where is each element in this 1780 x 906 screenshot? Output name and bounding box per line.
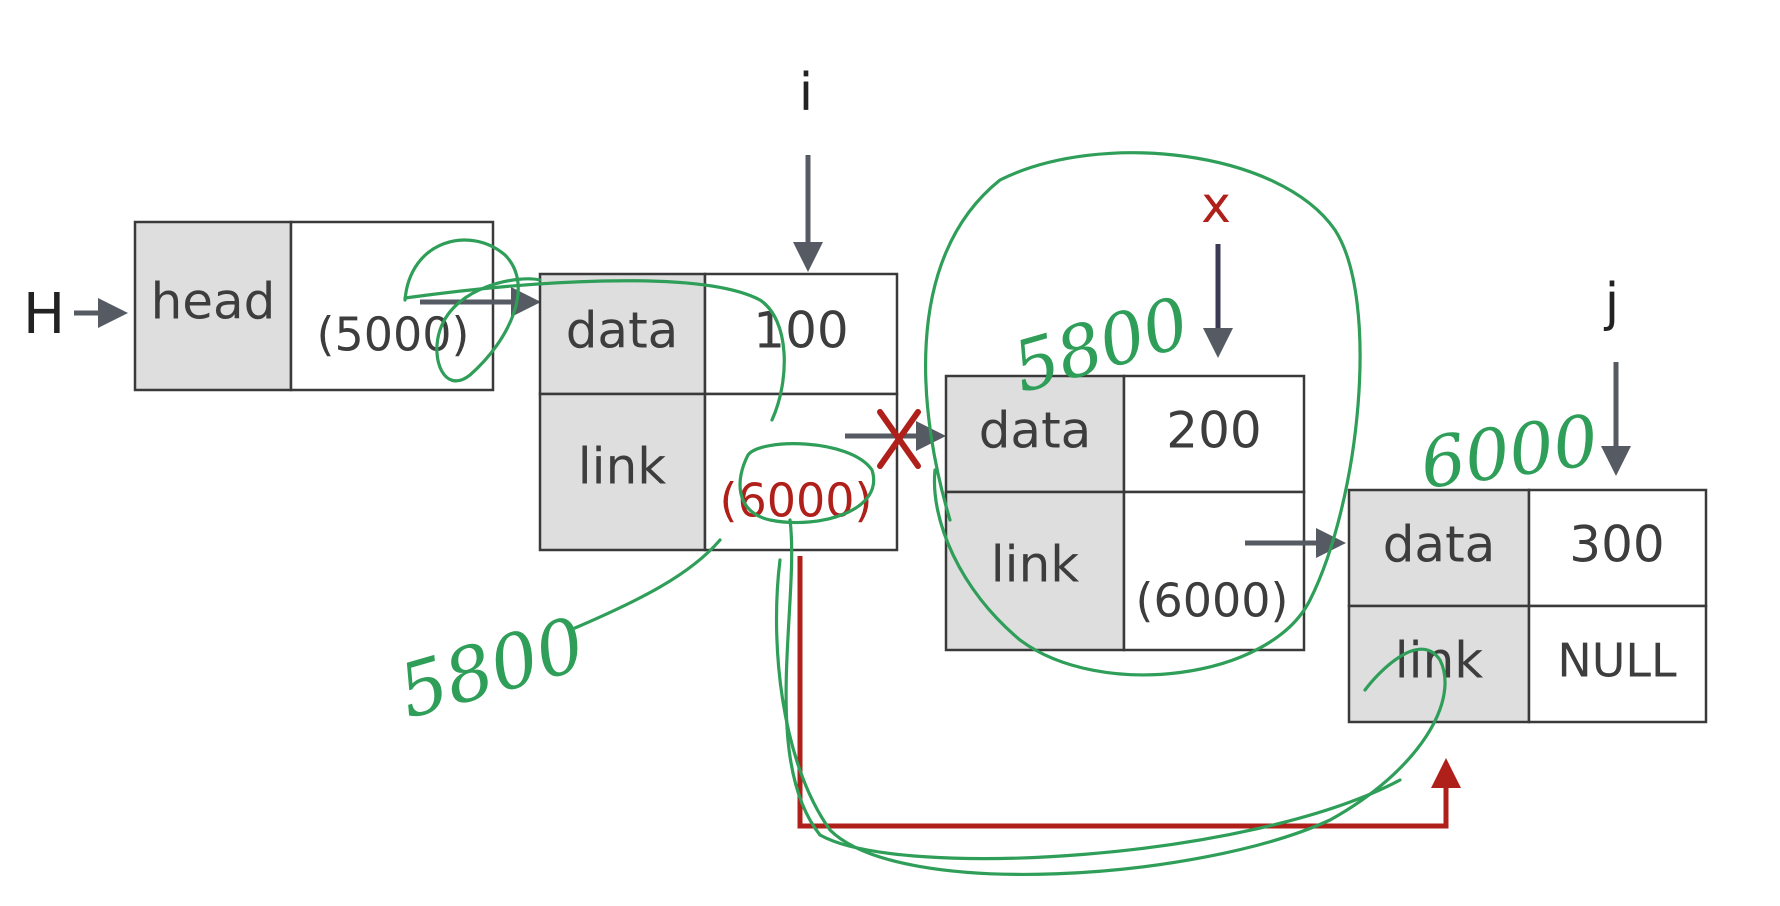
- pointer-h-label: H: [23, 282, 65, 347]
- node3-data-label: data: [1383, 516, 1496, 574]
- node1-link-value: (6000): [720, 474, 873, 528]
- node3-link-value-cell: [1527, 604, 1708, 724]
- head-label-cell: [133, 220, 293, 392]
- node1-data-value: 100: [753, 302, 848, 360]
- node2-data-label: data: [979, 402, 1092, 460]
- node3-data-value: 300: [1569, 516, 1664, 574]
- node-200: data 200 link (6000): [944, 374, 1306, 652]
- node1-data-value-cell: [703, 272, 899, 396]
- ink-bottom-loop: [774, 558, 1447, 876]
- node1-data-label: data: [566, 302, 679, 360]
- node1-link-label: link: [578, 438, 666, 496]
- head-value: (5000): [317, 308, 470, 362]
- node3-data-label-cell: [1347, 488, 1531, 608]
- node2-link-value: (6000): [1136, 574, 1289, 628]
- ink-circle-6000: [738, 442, 876, 525]
- node3-data-value-cell: [1527, 488, 1708, 608]
- node2-link-value-cell: [1122, 490, 1306, 652]
- ink-5800-tail: [573, 538, 722, 630]
- ink-loop-node2: [923, 151, 1362, 677]
- node2-link-label-cell: [944, 490, 1126, 652]
- pointer-i-label: i: [799, 63, 813, 123]
- redirect-link-path: [797, 556, 1461, 829]
- head-label: head: [151, 273, 276, 331]
- pointer-j-label: j: [1604, 273, 1619, 333]
- node2-data-value: 200: [1166, 402, 1261, 460]
- head-node: head (5000): [133, 220, 495, 392]
- pointer-x-label: x: [1201, 176, 1231, 234]
- note-5800-left: 5800: [389, 601, 594, 736]
- ink-head-sweep: [403, 279, 786, 422]
- node2-link-label: link: [991, 536, 1079, 594]
- cross-mark: [877, 409, 921, 469]
- node-300: data 300 link NULL: [1347, 488, 1708, 724]
- node3-link-value: NULL: [1557, 634, 1677, 688]
- ink-loop-5000: [403, 238, 542, 383]
- head-value-cell: [289, 220, 495, 392]
- node2-data-value-cell: [1122, 374, 1306, 494]
- node-100: data 100 link (6000): [538, 272, 899, 552]
- ink-bottom-loop-2: [784, 518, 1402, 861]
